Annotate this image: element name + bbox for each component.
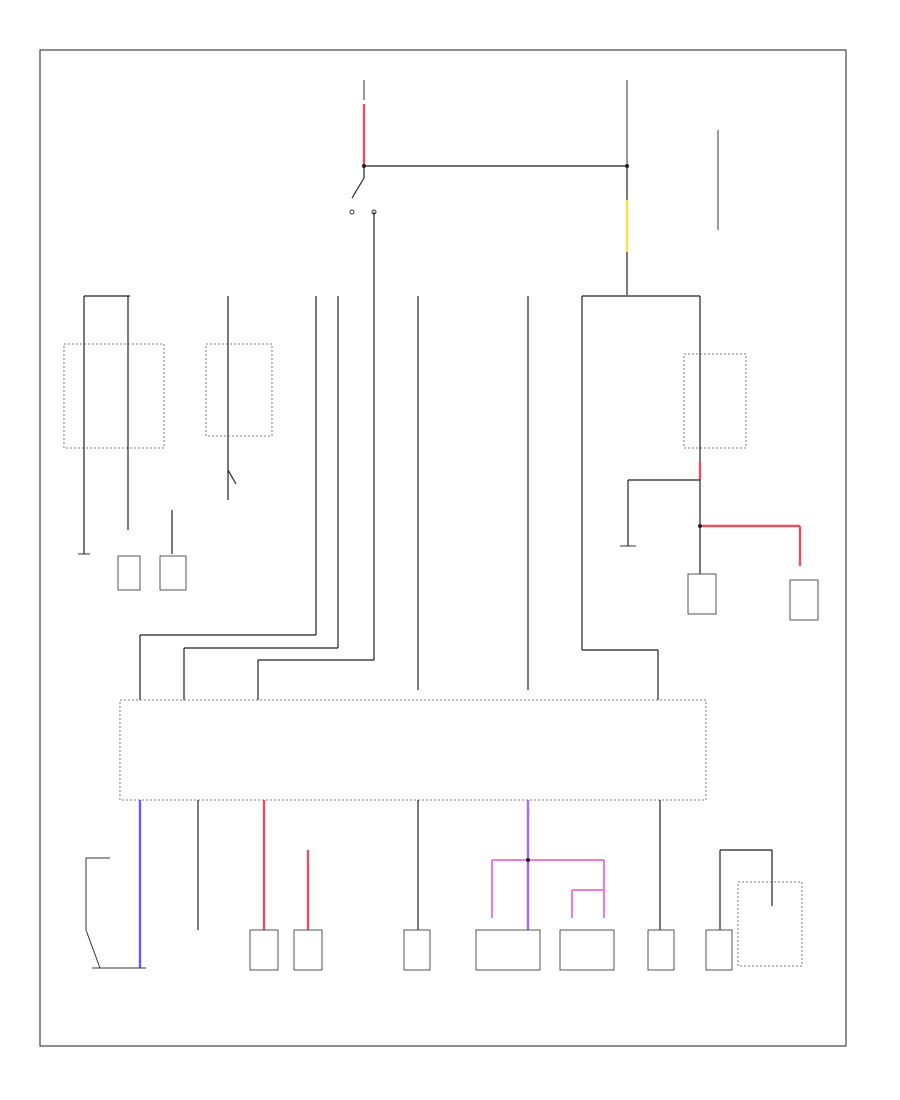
ignition-switch bbox=[349, 166, 377, 296]
lower-left-element bbox=[85, 857, 146, 969]
upper-connectors bbox=[117, 555, 819, 621]
pink-branch bbox=[491, 858, 605, 930]
upper-left-fuse-box bbox=[63, 343, 173, 554]
top-left-source bbox=[362, 80, 366, 168]
right-column-source bbox=[625, 130, 719, 295]
upper-middle-fuse-box bbox=[205, 343, 273, 500]
upper-taps bbox=[83, 295, 701, 690]
harness-wires bbox=[139, 634, 659, 700]
upper-right-fuse-box bbox=[627, 353, 802, 574]
lower-outputs bbox=[138, 800, 773, 968]
diagram-border bbox=[39, 49, 847, 1047]
upper-left-terminals bbox=[78, 545, 636, 555]
lower-fuse-block bbox=[119, 699, 707, 801]
lower-connectors bbox=[249, 881, 803, 971]
top-right-source bbox=[625, 80, 629, 168]
